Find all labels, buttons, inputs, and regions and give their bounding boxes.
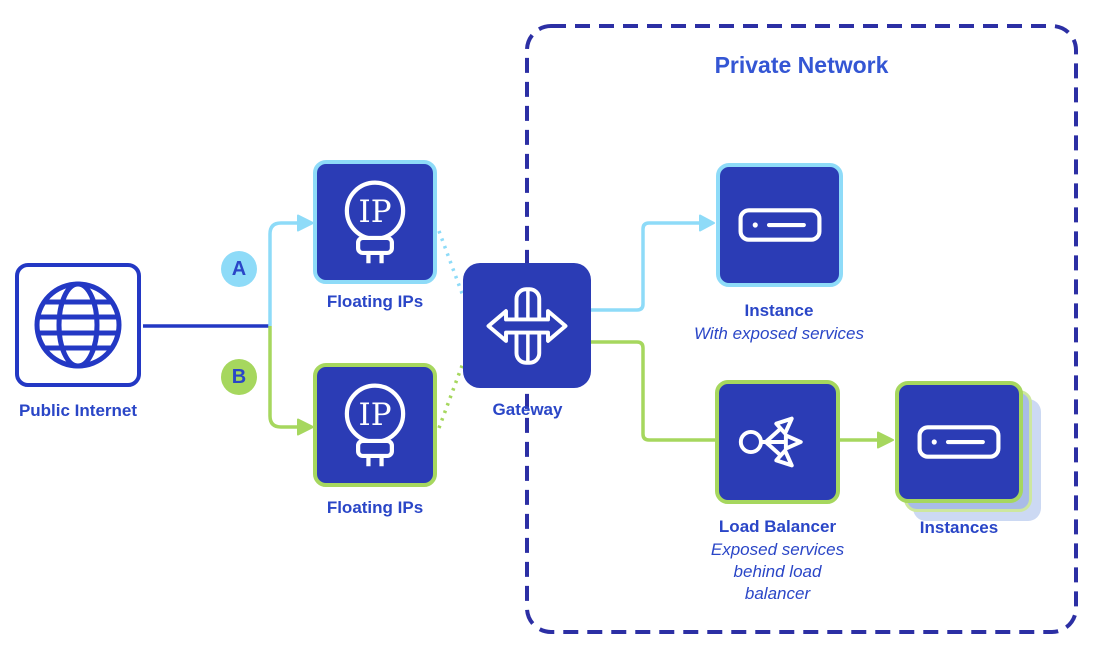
- gateway-label: Gateway: [492, 400, 563, 419]
- gateway-node: [463, 263, 591, 388]
- instance-label: Instance: [744, 301, 814, 320]
- path-b-badge: B: [221, 359, 257, 395]
- globe-icon: [34, 281, 122, 369]
- floating-ip-a-node: IP: [313, 160, 437, 284]
- load-balancer-icon: [738, 416, 803, 468]
- load-balancer-label: Load Balancer: [718, 517, 837, 536]
- path-b-arrowhead-icon: [297, 418, 314, 436]
- floating-ip-a-label: Floating IPs: [326, 292, 424, 311]
- path-b-line: [268, 326, 298, 429]
- loadbalancer-to-instances-arrowhead-icon: [877, 431, 894, 449]
- public-internet-node: [15, 263, 141, 387]
- load-balancer-subtitle: Exposed services behind load balancer: [690, 539, 865, 605]
- floating-ip-a-gateway-dotted-line: [437, 230, 465, 297]
- load-balancer-subtitle-line: Exposed services: [710, 540, 845, 559]
- floating-ip-b-gateway-dotted-line: [437, 362, 465, 429]
- floating-ip-b-label: Floating IPs: [326, 498, 424, 517]
- public-internet-label: Public Internet: [18, 401, 138, 420]
- load-balancer-node: [715, 380, 840, 504]
- instance-node: [716, 163, 843, 287]
- gateway-to-instance-arrowhead-icon: [699, 214, 715, 232]
- instance-subtitle: With exposed services: [694, 324, 864, 343]
- instances-label: Instances: [919, 518, 999, 537]
- load-balancer-subtitle-line: balancer: [744, 584, 811, 603]
- gateway-to-loadbalancer-line: [591, 340, 716, 442]
- instances-node: [895, 381, 1023, 503]
- ip-balloon-icon: IP: [344, 383, 406, 467]
- path-a-line: [268, 221, 298, 326]
- gateway-arrows-icon: [486, 286, 568, 365]
- path-a-badge: A: [221, 251, 257, 287]
- gateway-to-instance-line: [591, 221, 700, 312]
- path-a-arrowhead-icon: [297, 214, 314, 232]
- ip-icon-text: IP: [358, 397, 391, 433]
- load-balancer-subtitle-line: behind load: [733, 562, 822, 581]
- ip-balloon-icon: IP: [344, 180, 406, 264]
- server-icon: [738, 208, 821, 242]
- floating-ip-b-node: IP: [313, 363, 437, 487]
- private-network-title: Private Network: [714, 52, 889, 78]
- ip-icon-text: IP: [358, 194, 391, 230]
- server-icon: [917, 425, 1001, 459]
